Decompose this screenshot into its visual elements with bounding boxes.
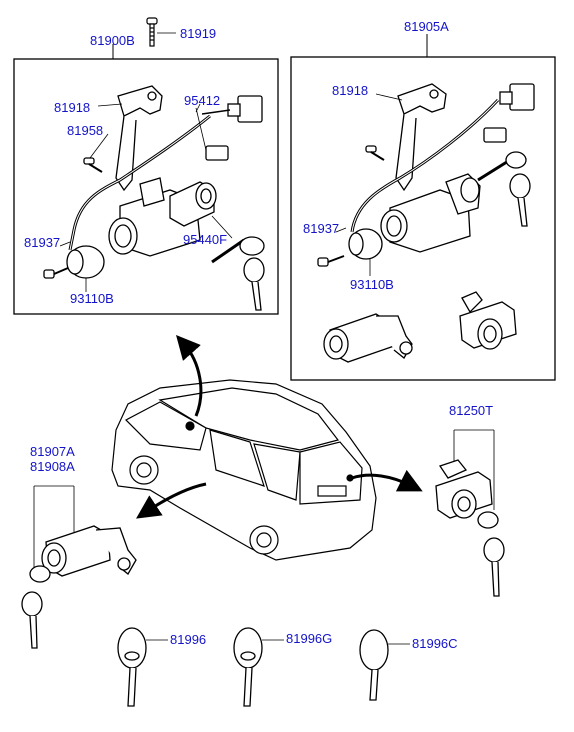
- callout-81996C: 81996C: [412, 636, 458, 651]
- callout-81996: 81996: [170, 632, 207, 647]
- vehicle-illustration: [111, 379, 377, 561]
- callout-81918-right: 81918: [332, 83, 369, 98]
- callout-95440F: 95440F: [183, 232, 228, 247]
- key-81996: [117, 627, 168, 707]
- steering-lock-group-box: [290, 34, 556, 381]
- callout-81937-right: 81937: [303, 221, 340, 236]
- arrow-to-tailgate-lock: [351, 469, 423, 492]
- callout-93110B-right: 93110B: [350, 277, 394, 292]
- key-81996G: [233, 627, 284, 707]
- door-lock-81907A-81908A: [21, 485, 137, 649]
- callout-93110B-left: 93110B: [70, 291, 114, 306]
- callout-81908A: 81908A: [30, 459, 75, 474]
- arrow-to-ignition: [176, 335, 203, 417]
- ignition-switch-assembly-right: [317, 83, 535, 363]
- ignition-lock-group-box: [13, 44, 279, 315]
- key-81996C: [359, 629, 410, 701]
- callout-81250T: 81250T: [449, 403, 494, 418]
- tailgate-lock-81250T: [435, 429, 505, 597]
- ignition-switch-assembly-left: [43, 85, 265, 311]
- callout-81907A: 81907A: [30, 444, 75, 459]
- leader-lines: [59, 103, 347, 247]
- callout-81996G: 81996G: [286, 631, 333, 646]
- callout-81937-left: 81937: [24, 235, 61, 250]
- callout-81919: 81919: [180, 26, 217, 41]
- arrow-to-door-lock: [136, 482, 207, 519]
- callout-81900B: 81900B: [90, 33, 135, 48]
- callout-81918-left: 81918: [54, 100, 91, 115]
- bolt-81919: [146, 17, 176, 47]
- callout-81905A: 81905A: [404, 19, 449, 34]
- callout-95412: 95412: [184, 93, 221, 108]
- callout-81958: 81958: [67, 123, 104, 138]
